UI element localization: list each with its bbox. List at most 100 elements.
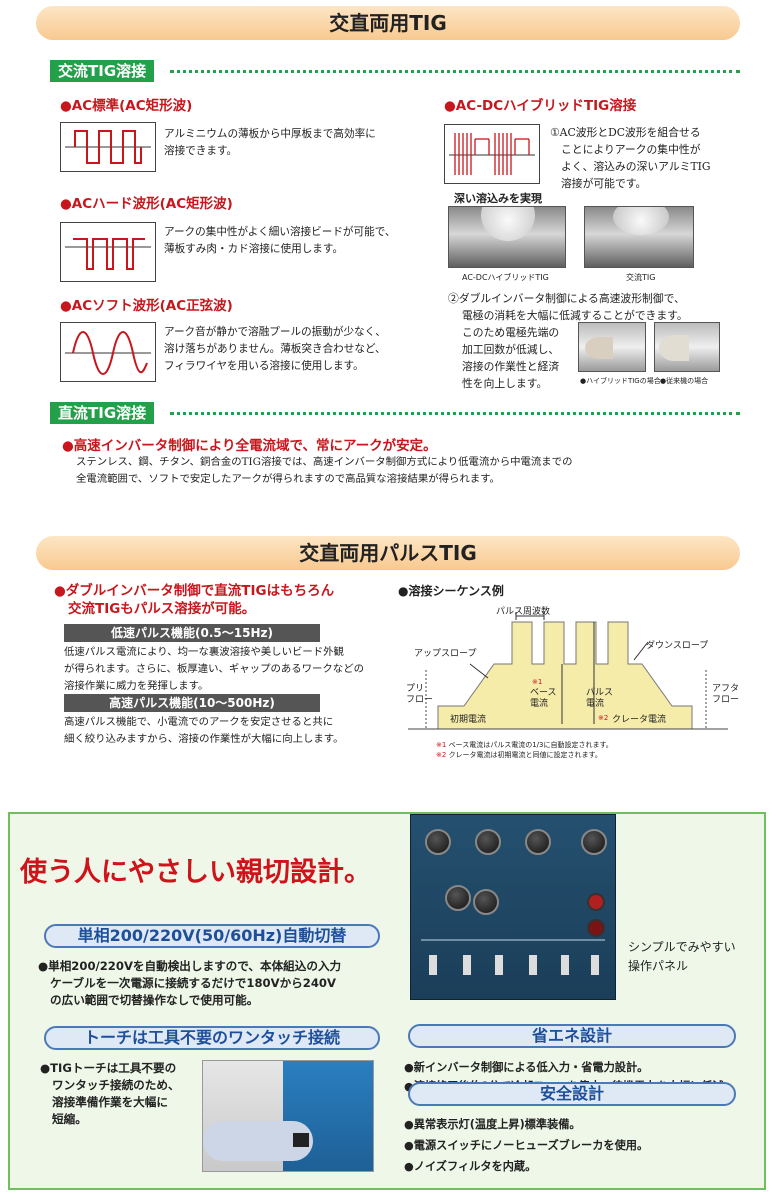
knob-icon xyxy=(525,829,551,855)
auto-switch-title: 単相200/220V(50/60Hz)自動切替 xyxy=(44,924,380,948)
ac-photo-caption: 交流TIG xyxy=(626,273,656,282)
desc-line: 溶け落ちがありません。薄板突き合わせなど、 xyxy=(164,343,386,355)
label-line: アフタ xyxy=(712,684,740,694)
connector-icon xyxy=(293,1133,309,1147)
toggle-switch-icon xyxy=(529,955,537,975)
friendly-design-panel xyxy=(8,812,766,1190)
section-banner-ac-dc-tig: 交直両用TIG xyxy=(36,6,740,40)
label-line: 電流 xyxy=(530,699,549,709)
desc-line: アーク音が静かで溶融プールの振動が少なく、 xyxy=(164,326,386,338)
list-item: ●電源スイッチにノーヒューズブレーカを使用。 xyxy=(404,1139,649,1152)
ac-soft-title: ●ACソフト波形(AC正弦波) xyxy=(60,298,233,314)
desc-line: ことによりアークの集中性が xyxy=(561,143,701,156)
pulse-headline: ●ダブルインバータ制御で直流TIGはもちろん 交流TIGもパルス溶接が可能。 xyxy=(54,582,334,618)
indicator-lamp-icon xyxy=(587,893,605,911)
torch-desc: ●TIGトーチは工具不要の ワンタッチ接続のため、 溶接準備作業を大幅に 短縮。 xyxy=(40,1060,180,1128)
dotted-divider xyxy=(170,412,740,415)
knob-icon xyxy=(473,889,499,915)
safety-title: 安全設計 xyxy=(408,1082,736,1106)
ac-hard-desc: アークの集中性がよく細い溶接ビードが可能で、 薄板すみ肉・カド溶接に使用します。 xyxy=(164,224,395,258)
ac-hard-title: ●ACハード波形(AC矩形波) xyxy=(60,196,233,212)
torch-connection-photo xyxy=(202,1060,374,1172)
desc-line: アルミニウムの薄板から中厚板まで高効率に xyxy=(164,128,376,140)
desc-line: 溶接準備作業を大幅に xyxy=(52,1095,168,1109)
knob-icon xyxy=(475,829,501,855)
hybrid-electrode-caption: ●ハイブリッドTIGの場合 xyxy=(580,377,661,385)
desc-line: フィラワイヤを用いる溶接に使用します。 xyxy=(164,360,364,372)
list-item: ●異常表示灯(温度上昇)標準装備。 xyxy=(404,1118,581,1131)
high-pulse-desc: 高速パルス機能で、小電流でのアークを安定させると共に 細く絞り込みますから、溶接… xyxy=(64,714,344,748)
desc-line: ワンタッチ接続のため、 xyxy=(52,1078,180,1092)
headline-line: 交流TIGもパルス溶接が可能。 xyxy=(68,601,256,617)
desc-line: の広い範囲で切替操作なしで使用可能。 xyxy=(50,993,259,1007)
hybrid-bead-photo xyxy=(448,206,566,268)
caption-line: 操作パネル xyxy=(628,959,689,973)
section-banner-pulse-tig: 交直両用パルスTIG xyxy=(36,536,740,570)
toggle-switch-icon xyxy=(591,955,599,975)
note-mark: ※2 xyxy=(436,751,447,759)
afterflow-label: アフタ フロー xyxy=(712,684,739,706)
desc-line: ①AC波形とDC波形を組合せる xyxy=(550,126,701,139)
deep-penetration-label: 深い溶込みを実現 xyxy=(454,192,542,205)
ac-standard-title: ●AC標準(AC矩形波) xyxy=(60,98,193,114)
note-line: ※2 クレータ電流は初期電流と同値に設定されます。 xyxy=(436,750,613,760)
knob-icon xyxy=(425,829,451,855)
welding-sequence-diagram xyxy=(398,598,738,748)
hybrid-desc-2: ②ダブルインバータ制御による高速波形制御で、 電極の消耗を大幅に低減することがで… xyxy=(448,290,688,324)
note-line: ※1 ベース電流はパルス電流の1/3に自動設定されます。 xyxy=(436,740,613,750)
knob-icon xyxy=(581,829,607,855)
label-line: フロー xyxy=(406,695,434,705)
desc-line: 高速パルス機能で、小電流でのアークを安定させると共に xyxy=(64,716,334,728)
desc-line: 低速パルス電流により、均一な裏波溶接や美しいビード外観 xyxy=(64,646,344,658)
desc-line: ステンレス、鋼、チタン、銅合金のTIG溶接では、高速インバータ制御方式により低電… xyxy=(76,456,573,468)
list-item: ●新インバータ制御による低入力・省電力設計。 xyxy=(404,1061,649,1074)
crater-note-mark: ※2 xyxy=(598,714,609,722)
hybrid-electrode-photo xyxy=(578,322,646,372)
desc-line: 薄板すみ肉・カド溶接に使用します。 xyxy=(164,243,344,255)
desc-line: 電極の消耗を大幅に低減することができます。 xyxy=(462,309,688,322)
desc-line: 溶接が可能です。 xyxy=(561,177,647,190)
desc-line: 性を向上します。 xyxy=(462,377,548,390)
desc-line: ●TIGトーチは工具不要の xyxy=(40,1061,177,1075)
list-item: ●ノイズフィルタを内蔵。 xyxy=(404,1160,537,1173)
desc-line: 全電流範囲で、ソフトで安定したアークが得られますので高品質な溶接結果が得られます… xyxy=(76,473,500,485)
desc-line: 短縮。 xyxy=(52,1112,87,1126)
dc-tig-desc: ステンレス、鋼、チタン、銅合金のTIG溶接では、高速インバータ制御方式により低電… xyxy=(76,454,572,488)
caption-line: シンプルでみやすい xyxy=(628,940,736,954)
hybrid-desc-3: このため電極先端の 加工回数が低減し、 溶接の作業性と経済 性を向上します。 xyxy=(462,324,559,392)
desc-line: 細く絞り込みますから、溶接の作業性が大幅に向上します。 xyxy=(64,733,344,745)
pulse-current-label: パルス 電流 xyxy=(586,688,613,710)
base-current-label: ベース 電流 xyxy=(530,688,557,710)
note-mark: ※1 xyxy=(436,741,447,749)
ac-standard-waveform xyxy=(60,122,156,172)
ac-bead-photo xyxy=(584,206,694,268)
control-panel-photo xyxy=(410,814,616,1000)
label-line: 電流 xyxy=(586,699,605,709)
low-pulse-desc: 低速パルス電流により、均一な裏波溶接や美しいビード外観 が得られます。さらに、板… xyxy=(64,644,364,695)
section-tag-dc-tig: 直流TIG溶接 xyxy=(50,402,155,424)
upslope-label: アップスロープ xyxy=(414,649,477,659)
downslope-label: ダウンスロープ xyxy=(646,641,709,651)
dc-tig-title: ●高速インバータ制御により全電流域で、常にアークが安定。 xyxy=(62,438,437,454)
ac-standard-desc: アルミニウムの薄板から中厚板まで高効率に 溶接できます。 xyxy=(164,126,376,160)
note-text: ベース電流はパルス電流の1/3に自動設定されます。 xyxy=(448,741,613,749)
toggle-switch-icon xyxy=(429,955,437,975)
preflow-label: プリ フロー xyxy=(406,684,433,706)
energy-saving-title: 省エネ設計 xyxy=(408,1024,736,1048)
desc-line: 溶接の作業性と経済 xyxy=(462,360,560,373)
label-line: プリ xyxy=(406,684,425,694)
headline-line: ●ダブルインバータ制御で直流TIGはもちろん xyxy=(54,583,335,599)
desc-line: 溶接作業に威力を発揮します。 xyxy=(64,680,209,692)
pulse-frequency-label: パルス周波数 xyxy=(496,607,551,617)
friendly-headline: 使う人にやさしい親切設計。 xyxy=(20,857,371,888)
sequence-title: ●溶接シーケンス例 xyxy=(398,584,504,598)
toggle-switch-icon xyxy=(463,955,471,975)
note-text: クレータ電流は初期電流と同値に設定されます。 xyxy=(448,751,602,759)
hybrid-waveform xyxy=(444,124,540,184)
ac-hard-waveform xyxy=(60,222,156,282)
toggle-switch-icon xyxy=(561,955,569,975)
high-pulse-title: 高速パルス機能(10〜500Hz) xyxy=(64,694,320,712)
section-tag-ac-tig: 交流TIG溶接 xyxy=(50,60,155,82)
ac-soft-waveform xyxy=(60,322,156,382)
auto-switch-desc: ●単相200/220Vを自動検出しますので、本体組込の入力 ケーブルを一次電源に… xyxy=(38,958,341,1009)
